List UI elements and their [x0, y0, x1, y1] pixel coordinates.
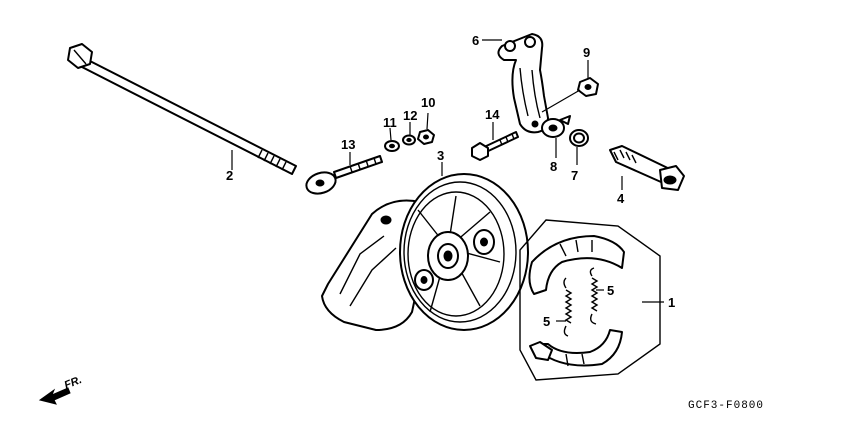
brake-rod	[305, 155, 383, 195]
return-spring-right	[589, 267, 599, 325]
callout-5b: 5	[543, 314, 550, 329]
callout-6: 6	[472, 33, 479, 48]
leader-9-to-arm	[541, 89, 581, 113]
arrow-icon	[38, 387, 71, 405]
seal-7	[569, 129, 589, 147]
callout-3: 3	[437, 148, 444, 163]
callout-13: 13	[341, 137, 355, 152]
callout-1: 1	[668, 295, 675, 310]
callout-2: 2	[226, 168, 233, 183]
brake-arm	[497, 33, 549, 134]
callout-12: 12	[403, 108, 417, 123]
axle-shaft	[67, 43, 297, 175]
callout-5a: 5	[607, 283, 614, 298]
leader-10	[426, 112, 429, 130]
callout-8: 8	[550, 159, 557, 174]
washer-12	[402, 134, 416, 146]
callout-11: 11	[383, 115, 397, 130]
wear-indicator-8	[541, 115, 571, 138]
callout-9: 9	[583, 45, 590, 60]
diagram-code: GCF3-F0800	[688, 400, 764, 412]
nut-10	[417, 129, 435, 145]
callout-7: 7	[571, 168, 578, 183]
leader-11	[389, 127, 392, 141]
small-nut-11	[384, 140, 400, 152]
callout-14: 14	[485, 107, 500, 122]
callout-4: 4	[617, 191, 625, 206]
bolt-14	[471, 131, 519, 161]
brake-shoes-1	[519, 219, 661, 381]
return-spring-left	[563, 277, 573, 337]
nut-9	[577, 77, 599, 97]
direction-label: FR.	[63, 374, 84, 392]
brake-cam-4	[609, 145, 685, 191]
callout-10: 10	[421, 95, 435, 110]
brake-panel-3	[321, 173, 529, 331]
front-direction-indicator: FR.	[38, 374, 84, 405]
